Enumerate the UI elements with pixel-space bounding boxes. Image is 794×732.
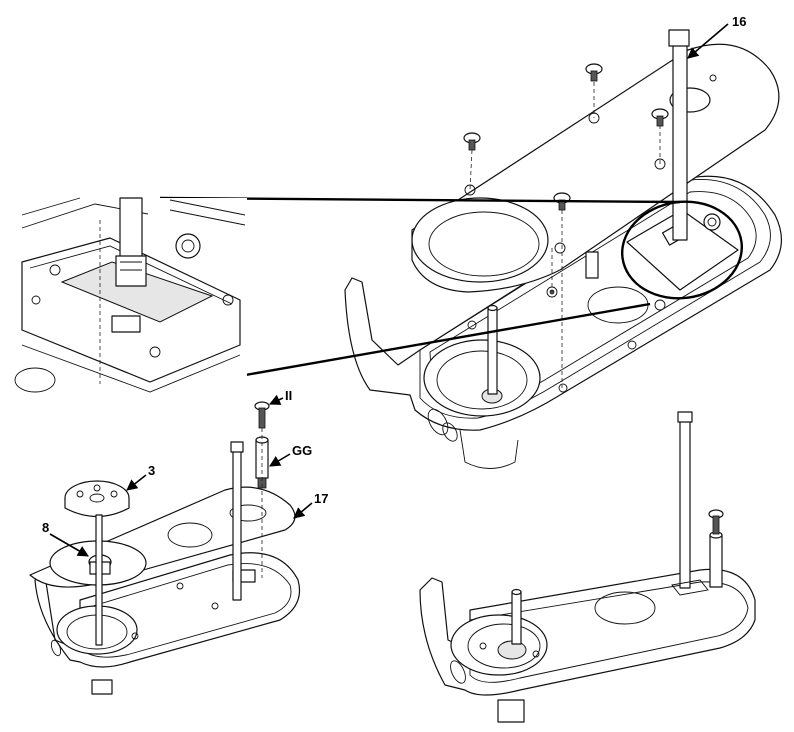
screw-icon (651, 108, 669, 127)
callout-label: II (285, 388, 292, 403)
callout-label: GG (292, 443, 312, 458)
callout-16: 16 (687, 14, 746, 59)
callout-8: 8 (42, 520, 89, 557)
cover-screws (463, 63, 669, 388)
callout-label: 8 (42, 520, 49, 535)
detail-inset (14, 197, 247, 394)
callout-label: 17 (314, 491, 328, 506)
callout-17: 17 (293, 491, 328, 519)
right-assembled-view (419, 411, 756, 723)
main-exploded-view (344, 29, 782, 469)
callout-3: 3 (126, 463, 155, 491)
ribbon-cable (668, 29, 690, 241)
left-exploded-view (29, 401, 301, 695)
callout-label: 3 (148, 463, 155, 478)
screw-icon (708, 509, 724, 535)
screw-icon (463, 132, 481, 151)
screw-icon (585, 63, 603, 82)
callout-ii: II (268, 388, 292, 405)
callout-label: 16 (732, 14, 746, 29)
base-housing (344, 175, 782, 469)
callout-gg: GG (269, 443, 312, 467)
